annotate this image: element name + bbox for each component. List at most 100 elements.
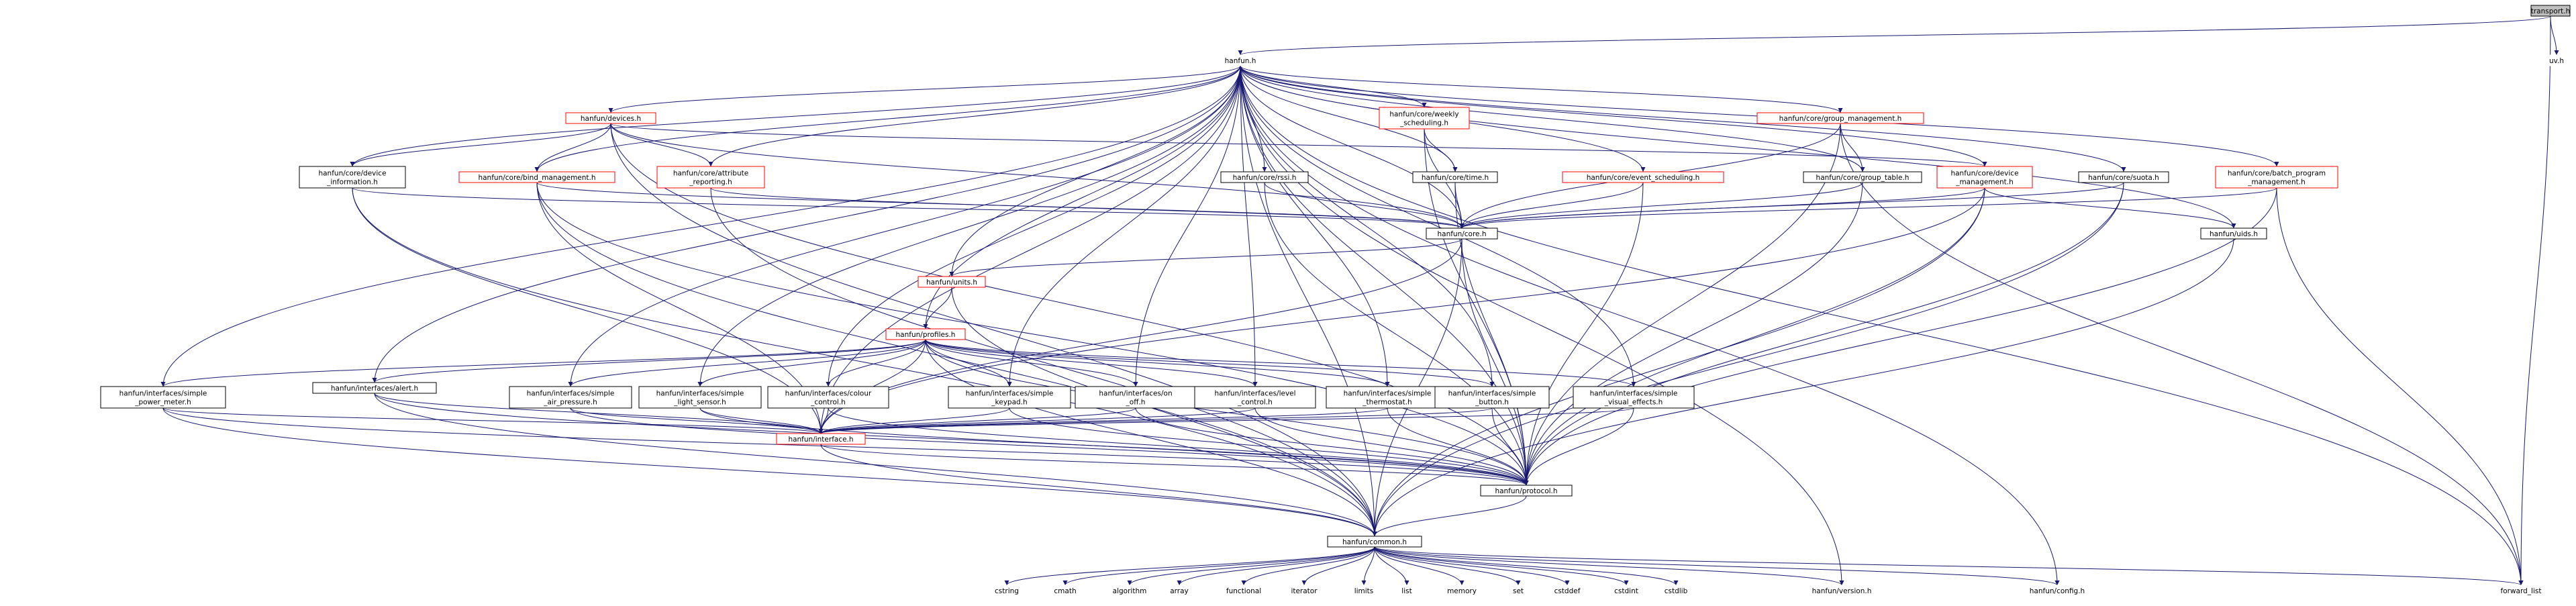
node-protocol[interactable]: hanfun/protocol.h [1480,485,1573,497]
node-box-cmath [1048,585,1083,597]
node-light[interactable]: hanfun/interfaces/simple_light_sensor.h [638,386,762,409]
node-label-event_sched: hanfun/core/event_scheduling.h [1587,174,1700,182]
include-edge-core-to-units [949,238,1463,277]
include-edge-devices-to-core [610,123,1465,229]
node-label-button-line-1: hanfun/interfaces/simple [1448,390,1536,398]
node-cstdlib[interactable]: cstdlib [1657,585,1695,597]
node-box-memory [1441,585,1483,597]
node-label-cstdlib: cstdlib [1665,587,1688,595]
node-level[interactable]: hanfun/interfaces/level_control.h [1194,386,1316,409]
node-interface[interactable]: hanfun/interface.h [776,433,866,445]
node-group_mgmt[interactable]: hanfun/core/group_management.h [1756,112,1924,124]
node-devices[interactable]: hanfun/devices.h [565,112,656,124]
node-algorithm[interactable]: algorithm [1107,585,1152,597]
node-label-transport: transport.h [2531,7,2571,15]
include-edge-common-to-cstring [1004,546,1375,586]
node-keypad[interactable]: hanfun/interfaces/simple_keypad.h [948,386,1071,409]
include-edge-hanfun-to-bind_mgmt [534,65,1241,172]
include-edge-common-to-cstdint [1374,546,1629,586]
include-edge-core-to-protocol [1461,238,1529,486]
node-group_table[interactable]: hanfun/core/group_table.h [1803,171,1922,183]
include-edge-batch-to-core [1459,187,2277,229]
include-edge-hanfun-to-forward_list [1240,65,2524,586]
node-core[interactable]: hanfun/core.h [1426,228,1498,240]
include-edge-devices-to-dev_info [350,123,611,167]
node-iterator[interactable]: iterator [1285,585,1324,597]
node-set[interactable]: set [1505,585,1532,597]
node-list[interactable]: list [1393,585,1420,597]
node-weekly[interactable]: hanfun/core/weekly_scheduling.h [1379,107,1470,130]
include-edge-hanfun-to-suota [1240,65,2126,172]
node-profiles[interactable]: hanfun/profiles.h [885,328,966,340]
node-batch[interactable]: hanfun/core/batch_program_management.h [2215,166,2338,189]
node-colour[interactable]: hanfun/interfaces/colour_control.h [767,386,889,409]
include-edge-common-to-array [1177,546,1375,586]
node-label-units: hanfun/units.h [926,279,977,287]
node-functional[interactable]: functional [1219,585,1269,597]
node-box-limits [1346,585,1381,597]
node-forward_list[interactable]: forward_list [2493,585,2548,597]
include-edge-common-to-algorithm [1127,546,1375,586]
node-dev_info[interactable]: hanfun/core/device_information.h [299,166,406,189]
node-common[interactable]: hanfun/common.h [1327,536,1422,548]
include-edge-light-to-interface [699,407,824,434]
node-label-devices: hanfun/devices.h [581,115,641,123]
include-edge-transport-to-hanfun [1238,15,2551,56]
node-label-uv: uv.h [2549,57,2564,65]
node-event_sched[interactable]: hanfun/core/event_scheduling.h [1562,171,1724,183]
node-box-cstdint [1607,585,1645,597]
node-memory[interactable]: memory [1441,585,1483,597]
node-label-limits: limits [1354,587,1374,595]
include-edge-hanfun-to-weekly [1240,65,1427,108]
include-edge-rssi-to-core [1264,182,1465,229]
node-dev_mgmt[interactable]: hanfun/core/device_management.h [1936,166,2033,189]
include-edge-group_table-to-core [1459,182,1863,229]
node-config[interactable]: hanfun/config.h [2020,585,2094,597]
node-transport[interactable]: transport.h [2530,5,2571,17]
node-bind_mgmt[interactable]: hanfun/core/bind_management.h [458,171,615,183]
node-rssi[interactable]: hanfun/core/rssi.h [1220,171,1309,183]
node-suota[interactable]: hanfun/core/suota.h [2078,171,2169,183]
include-edge-profiles-to-air [568,339,926,387]
node-time[interactable]: hanfun/core/time.h [1412,171,1498,183]
node-label-rssi: hanfun/core/rssi.h [1233,174,1297,182]
node-box-devices [565,112,656,124]
node-visual[interactable]: hanfun/interfaces/simple_visual_effects.… [1573,386,1695,409]
include-edge-button-to-interface [818,407,1493,434]
include-edge-profiles-to-alert [372,339,926,383]
node-version[interactable]: hanfun/version.h [1801,585,1882,597]
node-uids[interactable]: hanfun/uids.h [2200,228,2267,240]
node-button[interactable]: hanfun/interfaces/simple_button.h [1434,386,1550,409]
node-attr_rep[interactable]: hanfun/core/attribute_reporting.h [656,166,765,189]
node-cstring[interactable]: cstring [987,585,1026,597]
node-power[interactable]: hanfun/interfaces/simple_power_meter.h [100,386,226,409]
node-array[interactable]: array [1163,585,1195,597]
node-limits[interactable]: limits [1346,585,1381,597]
node-label-array: array [1170,587,1189,595]
node-cmath[interactable]: cmath [1048,585,1083,597]
node-box-level [1194,386,1316,409]
include-edge-attr_rep-to-core [710,187,1465,229]
include-edge-hanfun-to-colour [826,65,1241,387]
node-cstdint[interactable]: cstdint [1607,585,1645,597]
node-uv[interactable]: uv.h [2542,54,2571,66]
include-edge-group_mgmt-to-protocol [1524,123,1841,486]
include-edge-profiles-to-thermo [925,339,1390,387]
include-edge-profiles-to-visual [925,339,1636,387]
node-cstddef[interactable]: cstddef [1548,585,1587,597]
node-thermo[interactable]: hanfun/interfaces/simple_thermostat.h [1326,386,1449,409]
node-alert[interactable]: hanfun/interfaces/alert.h [312,382,437,394]
node-box-config [2020,585,2094,597]
node-label-onoff-line-2: _off.h [1126,399,1146,407]
node-box-core [1426,228,1498,240]
node-box-forward_list [2493,585,2548,597]
include-edge-interface-to-protocol [820,444,1529,486]
node-units[interactable]: hanfun/units.h [918,276,986,288]
node-air[interactable]: hanfun/interfaces/simple_air_pressure.h [509,386,632,409]
node-onoff[interactable]: hanfun/interfaces/on_off.h [1075,386,1197,409]
node-hanfun[interactable]: hanfun.h [1219,54,1262,66]
node-box-attr_rep [656,166,765,189]
include-edge-units-to-common [951,287,1377,537]
